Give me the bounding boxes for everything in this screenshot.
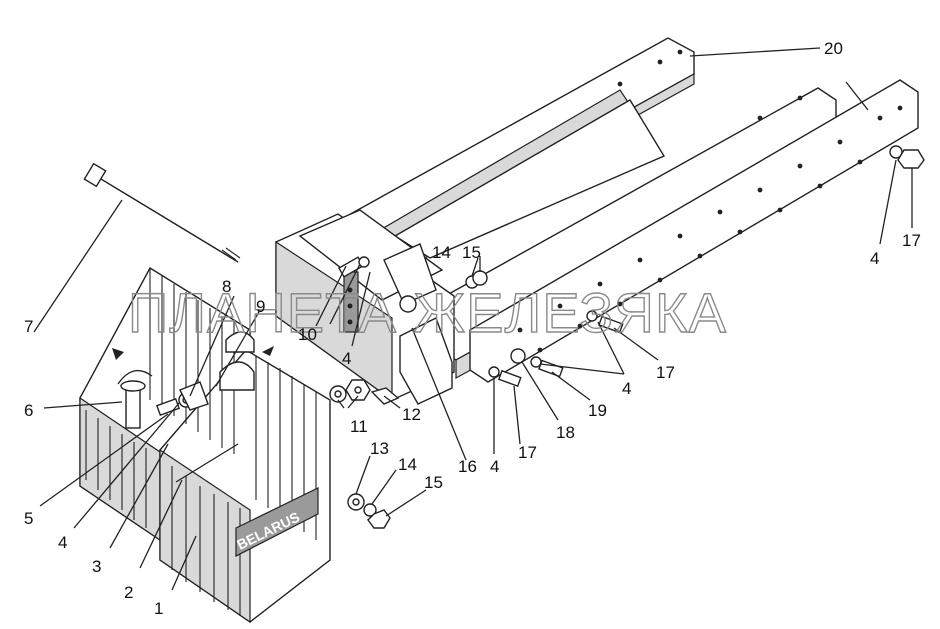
callout-4-center: 4 <box>342 349 351 368</box>
callout-2: 2 <box>124 583 133 602</box>
callout-1: 1 <box>154 599 163 618</box>
callout-20: 20 <box>824 39 843 58</box>
callout-17-far-right: 17 <box>902 231 921 250</box>
callout-17-middle: 17 <box>656 363 675 382</box>
callout-11: 11 <box>350 417 368 436</box>
callout-6: 6 <box>24 401 33 420</box>
callout-12: 12 <box>402 405 421 424</box>
callout-labels: 1 2 3 4 5 6 7 8 9 10 4 11 12 13 14 15 16… <box>24 39 921 618</box>
callout-5: 5 <box>24 509 33 528</box>
watermark-text: ПЛАНЕТА ЖЕЛЕЗЯКА <box>128 281 727 344</box>
callout-9: 9 <box>256 297 265 316</box>
callout-4-bottom: 4 <box>490 457 499 476</box>
callout-19: 19 <box>588 401 607 420</box>
callout-4-right: 4 <box>622 379 631 398</box>
fasteners <box>155 145 925 529</box>
callout-17-bottom: 17 <box>518 443 537 462</box>
callout-15-lower: 15 <box>424 473 443 492</box>
callout-16: 16 <box>458 457 477 476</box>
tie-rod <box>83 162 241 263</box>
frame-assembly <box>275 37 919 405</box>
callout-14-upper: 14 <box>432 243 451 262</box>
callout-3: 3 <box>92 557 101 576</box>
callout-8: 8 <box>222 277 231 296</box>
callout-13: 13 <box>370 439 389 458</box>
callout-7: 7 <box>24 317 33 336</box>
callout-10: 10 <box>298 325 317 344</box>
rail-holes <box>517 49 903 353</box>
callout-14-lower: 14 <box>398 455 417 474</box>
callout-18: 18 <box>556 423 575 442</box>
callout-4-far-right: 4 <box>870 249 879 268</box>
callout-15-upper: 15 <box>462 243 481 262</box>
leader-lines <box>33 47 913 591</box>
callout-4-left: 4 <box>58 533 67 552</box>
